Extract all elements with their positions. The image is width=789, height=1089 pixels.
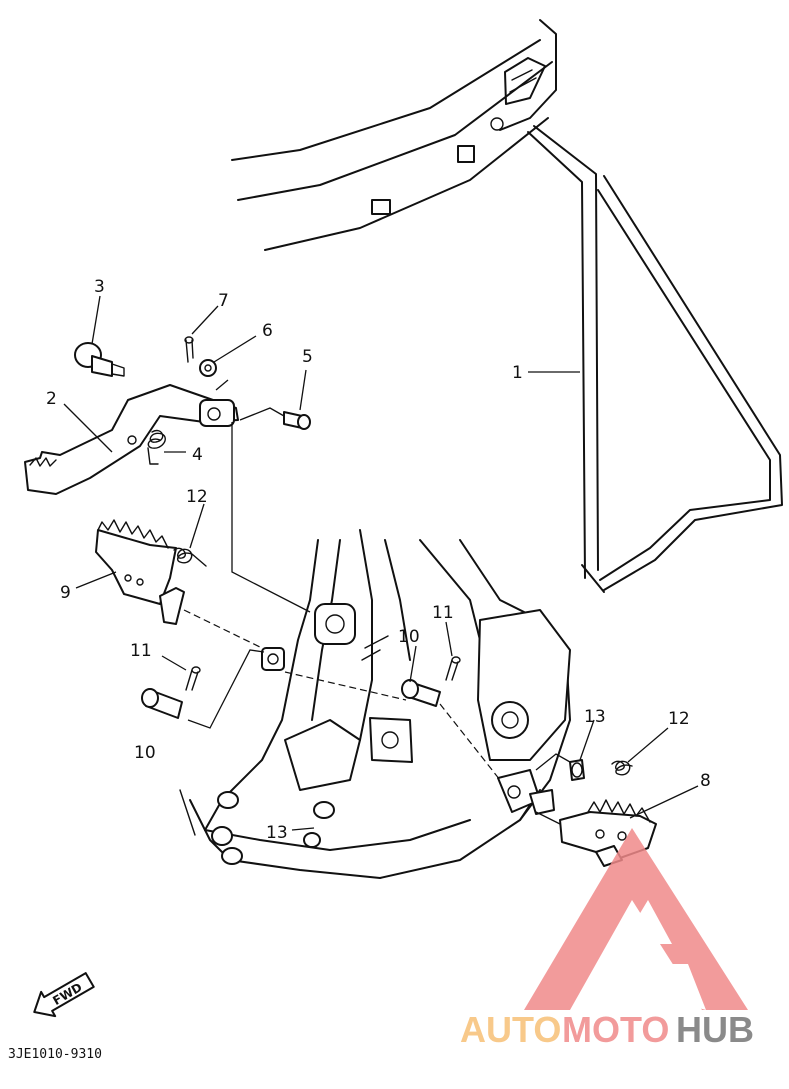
callout-10-left: 10 [134, 743, 156, 763]
callout-6: 6 [262, 321, 273, 341]
watermark-hub: HUB [676, 1009, 754, 1050]
alignment-lines [183, 379, 571, 825]
fwd-arrow: FWD [33, 972, 95, 1018]
callout-10-right: 10 [398, 627, 420, 647]
watermark-auto: AUTO [460, 1009, 561, 1050]
frame-swingarm [231, 19, 557, 251]
callout-11-left: 11 [130, 641, 152, 661]
callout-5: 5 [302, 347, 313, 367]
callout-2: 2 [46, 389, 57, 409]
watermark-moto: MOTO [562, 1009, 669, 1050]
collar-right [569, 759, 585, 781]
callout-labels: 1 2 3 4 5 6 7 8 9 10 10 11 11 12 12 13 1… [46, 277, 711, 843]
watermark-logo [524, 828, 748, 1010]
diagram-code: 3JE1010-9310 [8, 1047, 102, 1062]
callout-9: 9 [60, 583, 71, 603]
callout-12-upper: 12 [186, 487, 208, 507]
leader-lines [63, 295, 699, 831]
sidestand [527, 125, 783, 593]
clevis-pin [283, 411, 311, 430]
callout-12-lower: 12 [668, 709, 690, 729]
return-spring [147, 429, 166, 465]
callout-11-right: 11 [432, 603, 454, 623]
callout-13-right: 13 [584, 707, 606, 727]
washer [199, 359, 217, 377]
watermark-triangle [524, 828, 748, 1010]
watermark-inner-mark [600, 900, 706, 1010]
footrest-pin-right [401, 656, 461, 707]
callout-4: 4 [192, 445, 203, 465]
cotter-pin [184, 336, 194, 363]
footrest-pin-left [141, 666, 201, 719]
watermark-text: AUTO MOTO HUB [460, 1009, 754, 1050]
brake-pedal [24, 384, 239, 495]
callout-1: 1 [512, 363, 523, 383]
callout-8: 8 [700, 771, 711, 791]
callout-13-lower: 13 [266, 823, 288, 843]
engine-frame [179, 529, 571, 879]
footrest-spring-left [173, 547, 207, 567]
pivot-bolt [74, 342, 125, 377]
callout-3: 3 [94, 277, 105, 297]
footrest-spring-right [611, 760, 633, 776]
footrest-left [95, 519, 185, 625]
callout-7: 7 [218, 291, 229, 311]
